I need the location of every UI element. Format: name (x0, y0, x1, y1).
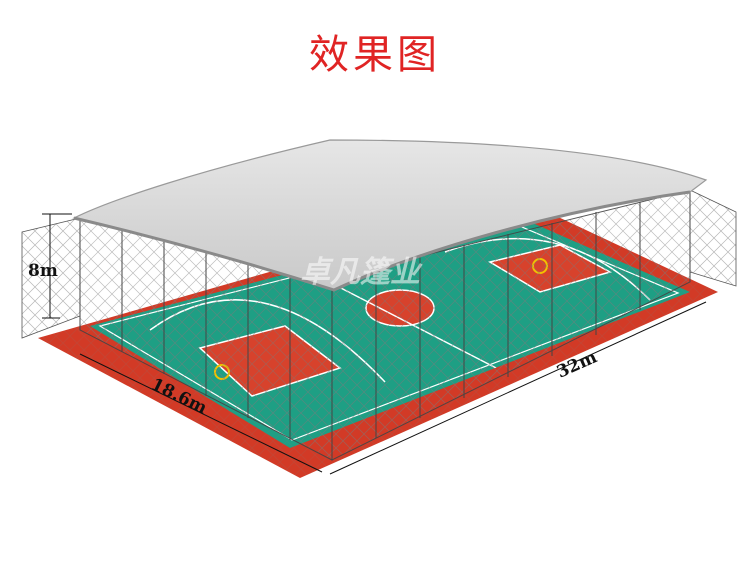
fence-right-panel (689, 189, 737, 287)
steel-frame (79, 189, 691, 461)
brand-watermark: 卓凡篷业 (300, 255, 423, 290)
page-title: 效果图 (309, 32, 441, 78)
dimension-height: 8m (28, 213, 72, 319)
height-label: 8m (28, 261, 58, 281)
canopy-roof-front-edge (73, 190, 691, 292)
